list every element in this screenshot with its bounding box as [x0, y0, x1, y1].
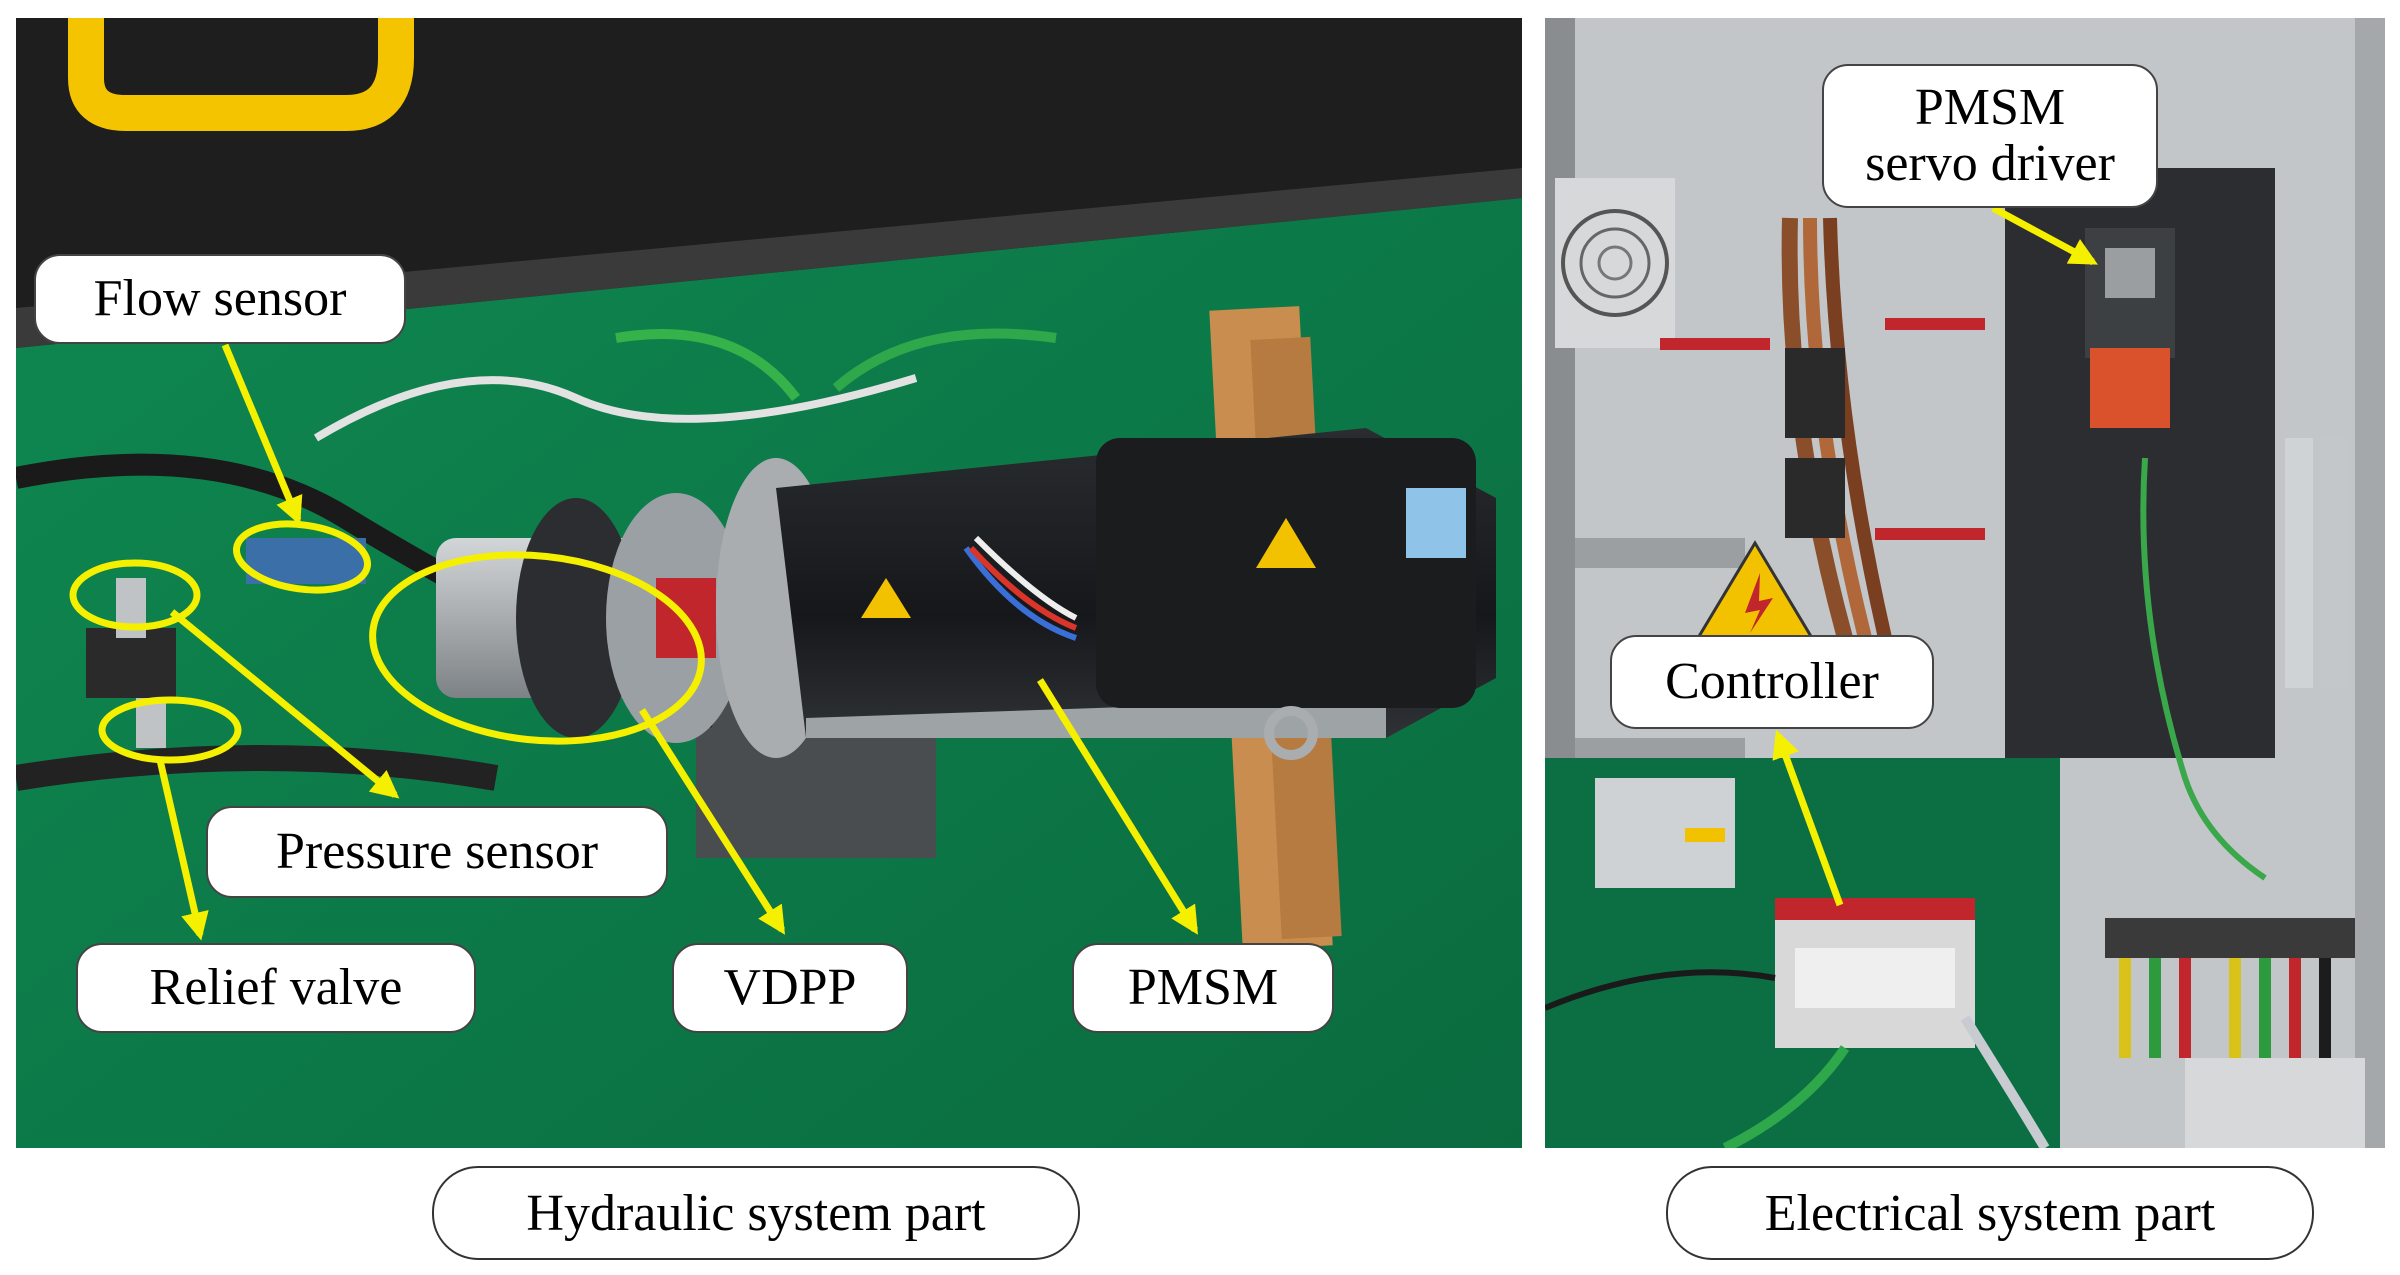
servo-driver-label: PMSM servo driver [1822, 64, 2158, 208]
pressure-sensor-label: Pressure sensor [206, 806, 668, 898]
relief-valve-label: Relief valve [76, 943, 476, 1033]
controller-label: Controller [1610, 635, 1934, 729]
motor-fan-cover [1096, 438, 1476, 708]
vdpp-label: VDPP [672, 943, 908, 1033]
flow-sensor-part [246, 538, 366, 584]
yellow-handle [68, 18, 414, 131]
cabinet-fan [1555, 178, 1675, 348]
electrical-caption: Electrical system part [1666, 1166, 2314, 1260]
servo-driver-label-line2: servo driver [1865, 135, 2115, 192]
terminal-block [2105, 918, 2355, 958]
servo-driver-label-line1: PMSM [1914, 78, 2066, 136]
hydraulic-caption: Hydraulic system part [432, 1166, 1080, 1260]
pmsm-label: PMSM [1072, 943, 1334, 1033]
flow-sensor-label: Flow sensor [34, 254, 406, 344]
valve-block [86, 628, 176, 698]
